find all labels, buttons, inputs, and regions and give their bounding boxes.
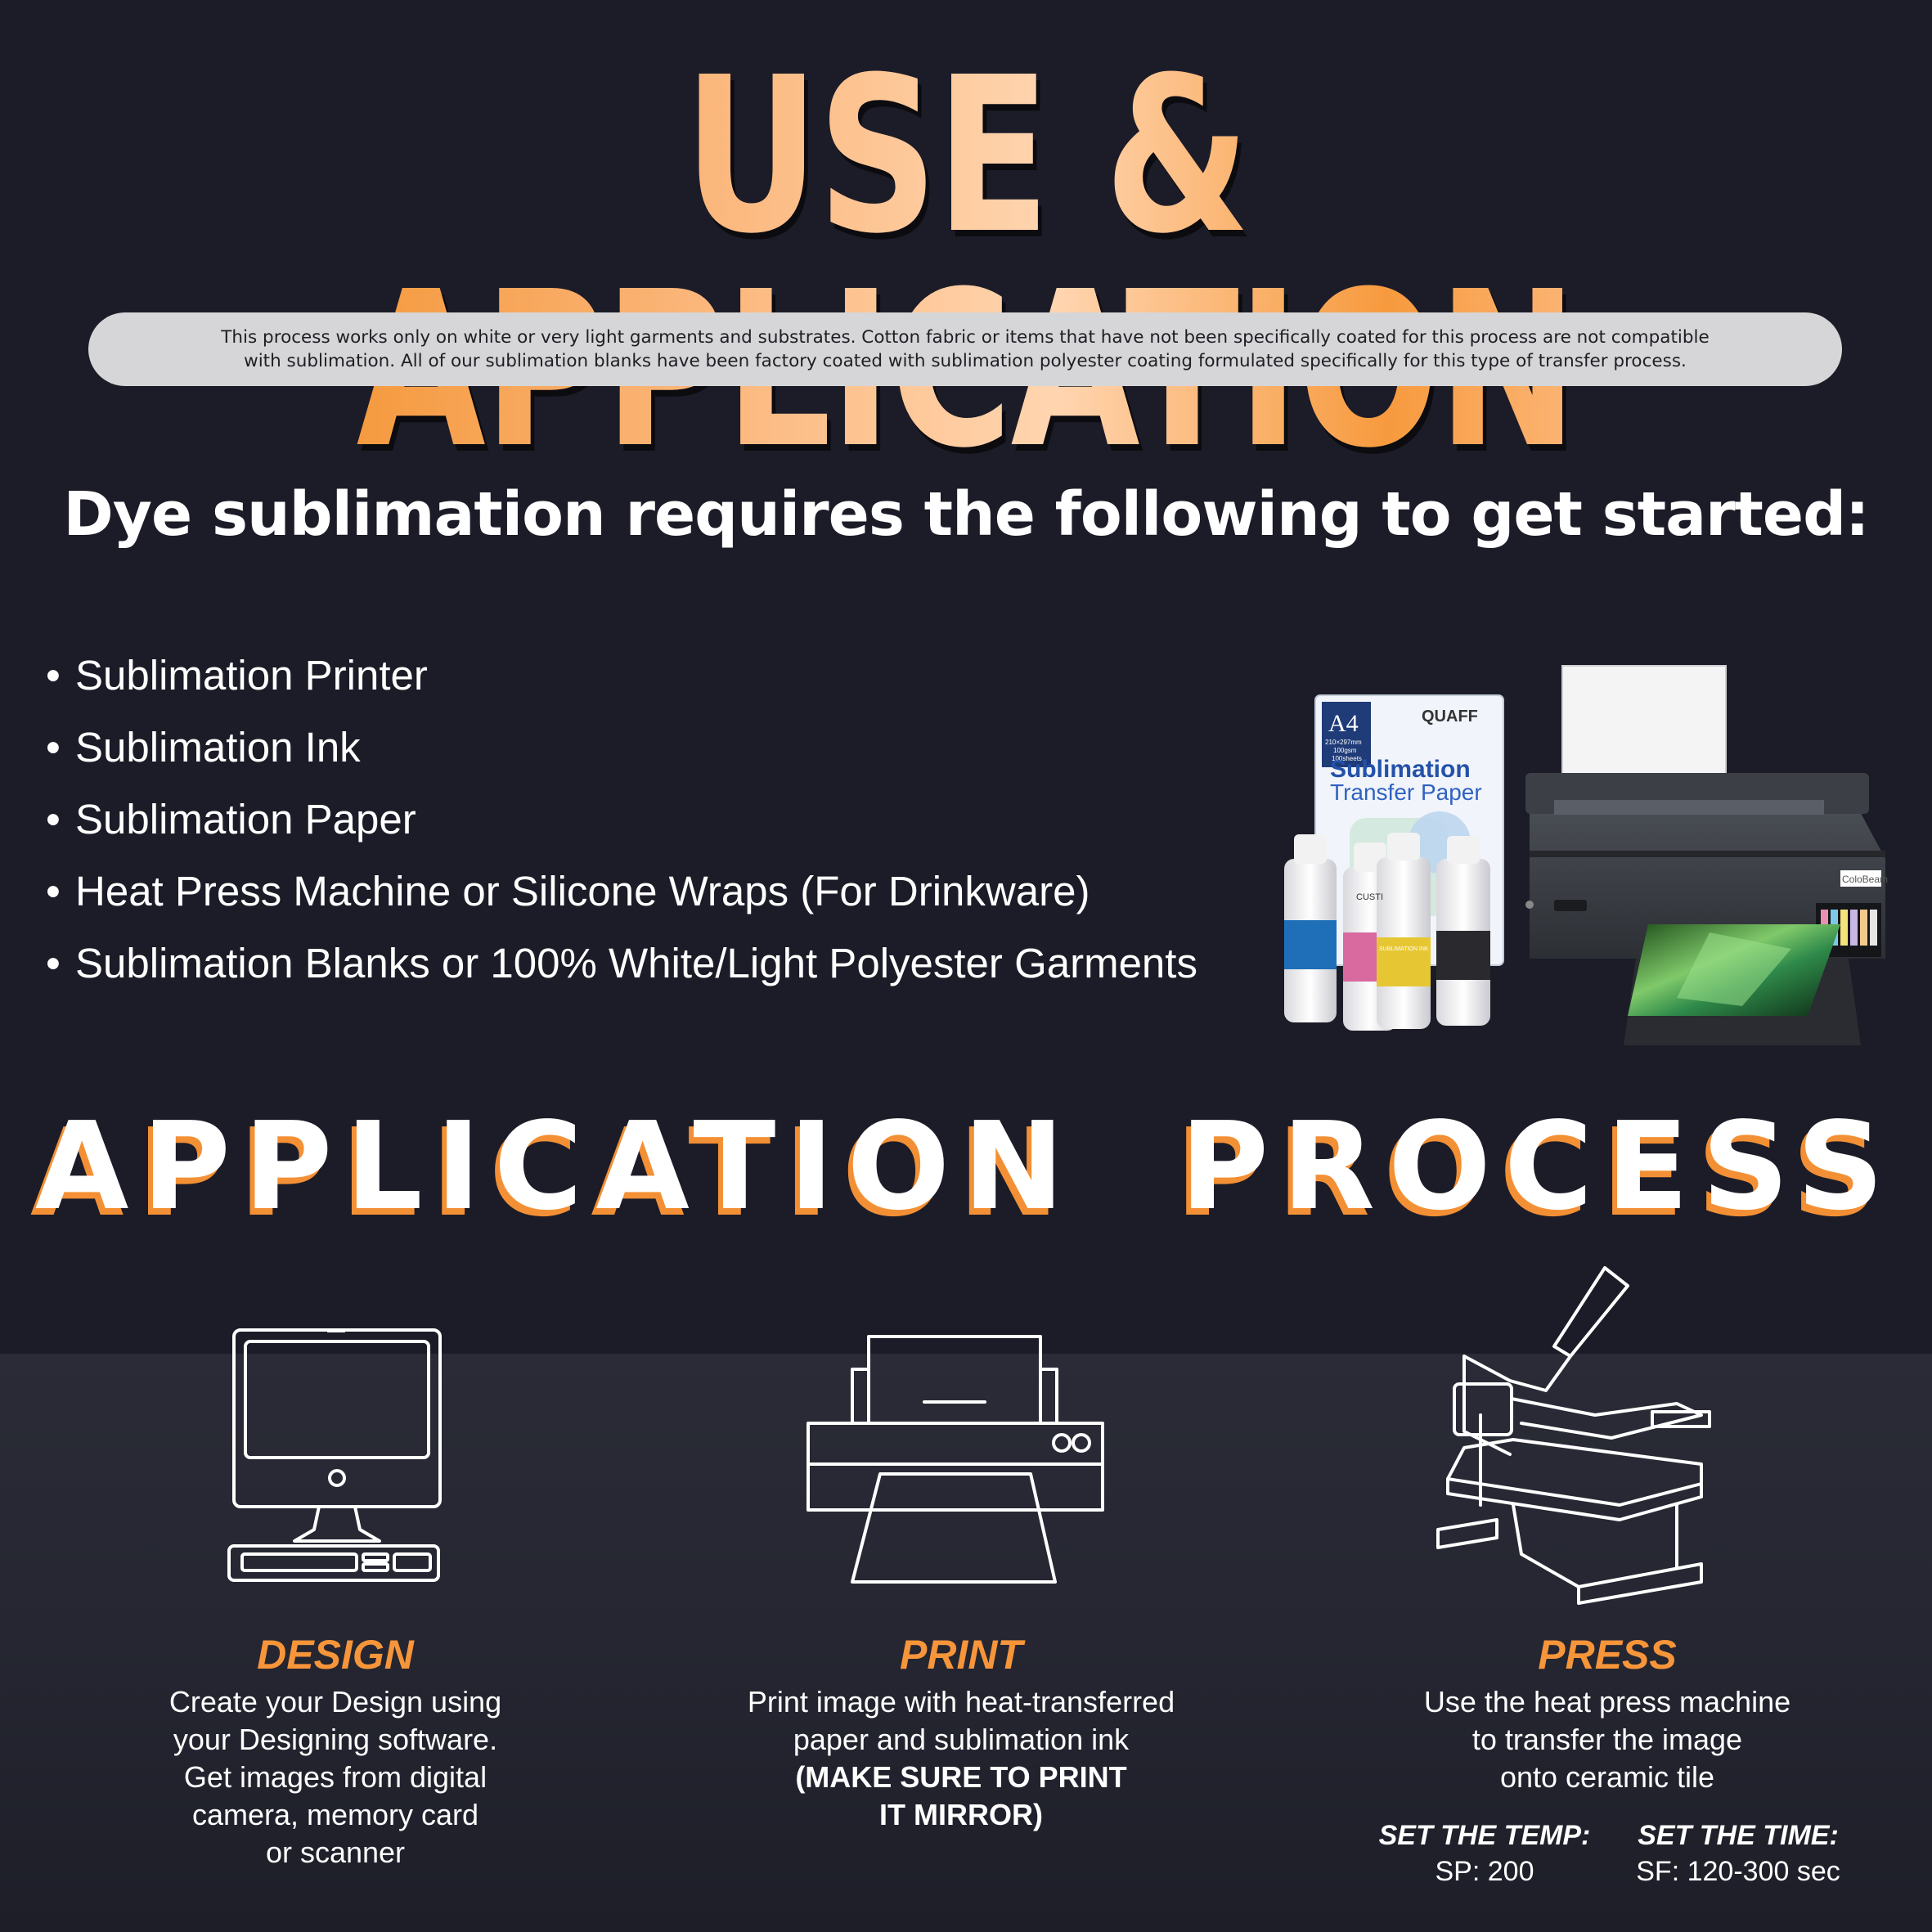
page-title: USE & APPLICATION xyxy=(213,49,1719,478)
step-print-line: paper and sublimation ink xyxy=(793,1723,1130,1756)
paper-spec-1: 210×297mm xyxy=(1325,739,1362,746)
paper-spec-2: 100gsm xyxy=(1333,747,1357,754)
process-title: APPLICATION PROCESS xyxy=(34,1096,1898,1237)
step-press-line: to transfer the image xyxy=(1471,1723,1743,1756)
temp-value: SP: 200 xyxy=(1435,1856,1534,1887)
time-value: SF: 120-300 sec xyxy=(1636,1856,1840,1887)
time-label: SET THE TIME: xyxy=(1638,1820,1839,1851)
paper-size-text: A4 xyxy=(1328,710,1359,737)
bullet-glyph: • xyxy=(46,868,61,914)
temp-label: SET THE TEMP: xyxy=(1378,1820,1591,1851)
notice-line-2: with sublimation. All of our sublimation… xyxy=(244,351,1687,371)
bullet-glyph: • xyxy=(46,940,61,986)
list-item: • Sublimation Blanks or 100% White/Light … xyxy=(46,928,1197,1000)
step-press-line: onto ceramic tile xyxy=(1499,1760,1715,1794)
bullet-glyph: • xyxy=(46,724,61,771)
step-print: PRINT Print image with heat-transferred … xyxy=(650,1634,1272,1834)
notice-line-1: This process works only on white or very… xyxy=(221,327,1710,348)
notice-text: This process works only on white or very… xyxy=(123,326,1808,373)
compatibility-notice: This process works only on white or very… xyxy=(88,312,1842,386)
step-print-mirror-note: (MAKE SURE TO PRINT xyxy=(795,1760,1127,1794)
printer-body xyxy=(1530,806,1885,959)
temp-setting: SET THE TEMP: SP: 200 xyxy=(1374,1817,1595,1889)
printer-icon xyxy=(806,1335,1104,1584)
requirement-blanks: Sublimation Blanks or 100% White/Light P… xyxy=(75,940,1197,986)
bullet-glyph: • xyxy=(46,796,61,842)
step-press-line: Use the heat press machine xyxy=(1423,1685,1791,1719)
requirement-heat-press: Heat Press Machine or Silicone Wraps (Fo… xyxy=(75,868,1090,914)
requirement-printer: Sublimation Printer xyxy=(75,652,428,699)
heat-press-icon xyxy=(1436,1266,1711,1605)
process-background-band xyxy=(0,1354,1932,1932)
step-design-title: DESIGN xyxy=(257,1632,414,1678)
step-print-line: Print image with heat-transferred xyxy=(747,1685,1175,1719)
step-design-line: your Designing software. xyxy=(173,1723,498,1756)
computer-icon xyxy=(227,1328,442,1582)
time-setting: SET THE TIME: SF: 120-300 sec xyxy=(1615,1817,1861,1889)
step-print-mirror-note: IT MIRROR) xyxy=(879,1798,1043,1831)
list-item: • Sublimation Printer xyxy=(46,640,1197,712)
requirements-heading: Dye sublimation requires the following t… xyxy=(63,479,1869,550)
list-item: • Sublimation Ink xyxy=(46,712,1197,784)
paper-spec-3: 100sheets xyxy=(1332,755,1362,762)
list-item: • Heat Press Machine or Silicone Wraps (F… xyxy=(46,856,1197,928)
product-bundle-image: ColoBeam A4 210×297mm 100gsm 100sheets Q… xyxy=(1284,665,1888,1045)
step-design-line: Get images from digital xyxy=(183,1760,487,1794)
ink-label-text: SUBLIMATION INK xyxy=(1379,946,1429,952)
printer-brand-text: ColoBeam xyxy=(1842,874,1888,885)
step-design-line: camera, memory card xyxy=(191,1798,479,1831)
ink-brand-text: CUSTI xyxy=(1356,892,1383,902)
paper-subtitle-text: Transfer Paper xyxy=(1330,780,1482,805)
requirement-paper: Sublimation Paper xyxy=(75,796,416,842)
step-design-line: or scanner xyxy=(265,1835,406,1869)
step-press-title: PRESS xyxy=(1538,1632,1677,1678)
step-print-title: PRINT xyxy=(900,1632,1022,1678)
bullet-glyph: • xyxy=(46,652,61,699)
paper-brand-text: QUAFF xyxy=(1422,708,1478,726)
step-press: PRESS Use the heat press machine to tran… xyxy=(1296,1634,1918,1796)
ink-bottles: CUSTI SUBLIMATION INK xyxy=(1284,833,1490,1031)
requirements-list: • Sublimation Printer • Sublimation Ink • S… xyxy=(46,640,1197,1000)
list-item: • Sublimation Paper xyxy=(46,784,1197,856)
paper-title-text: Sublimation xyxy=(1330,756,1471,783)
step-design-line: Create your Design using xyxy=(168,1685,502,1719)
step-design: DESIGN Create your Design using your Des… xyxy=(25,1634,646,1871)
requirement-ink: Sublimation Ink xyxy=(75,724,361,771)
